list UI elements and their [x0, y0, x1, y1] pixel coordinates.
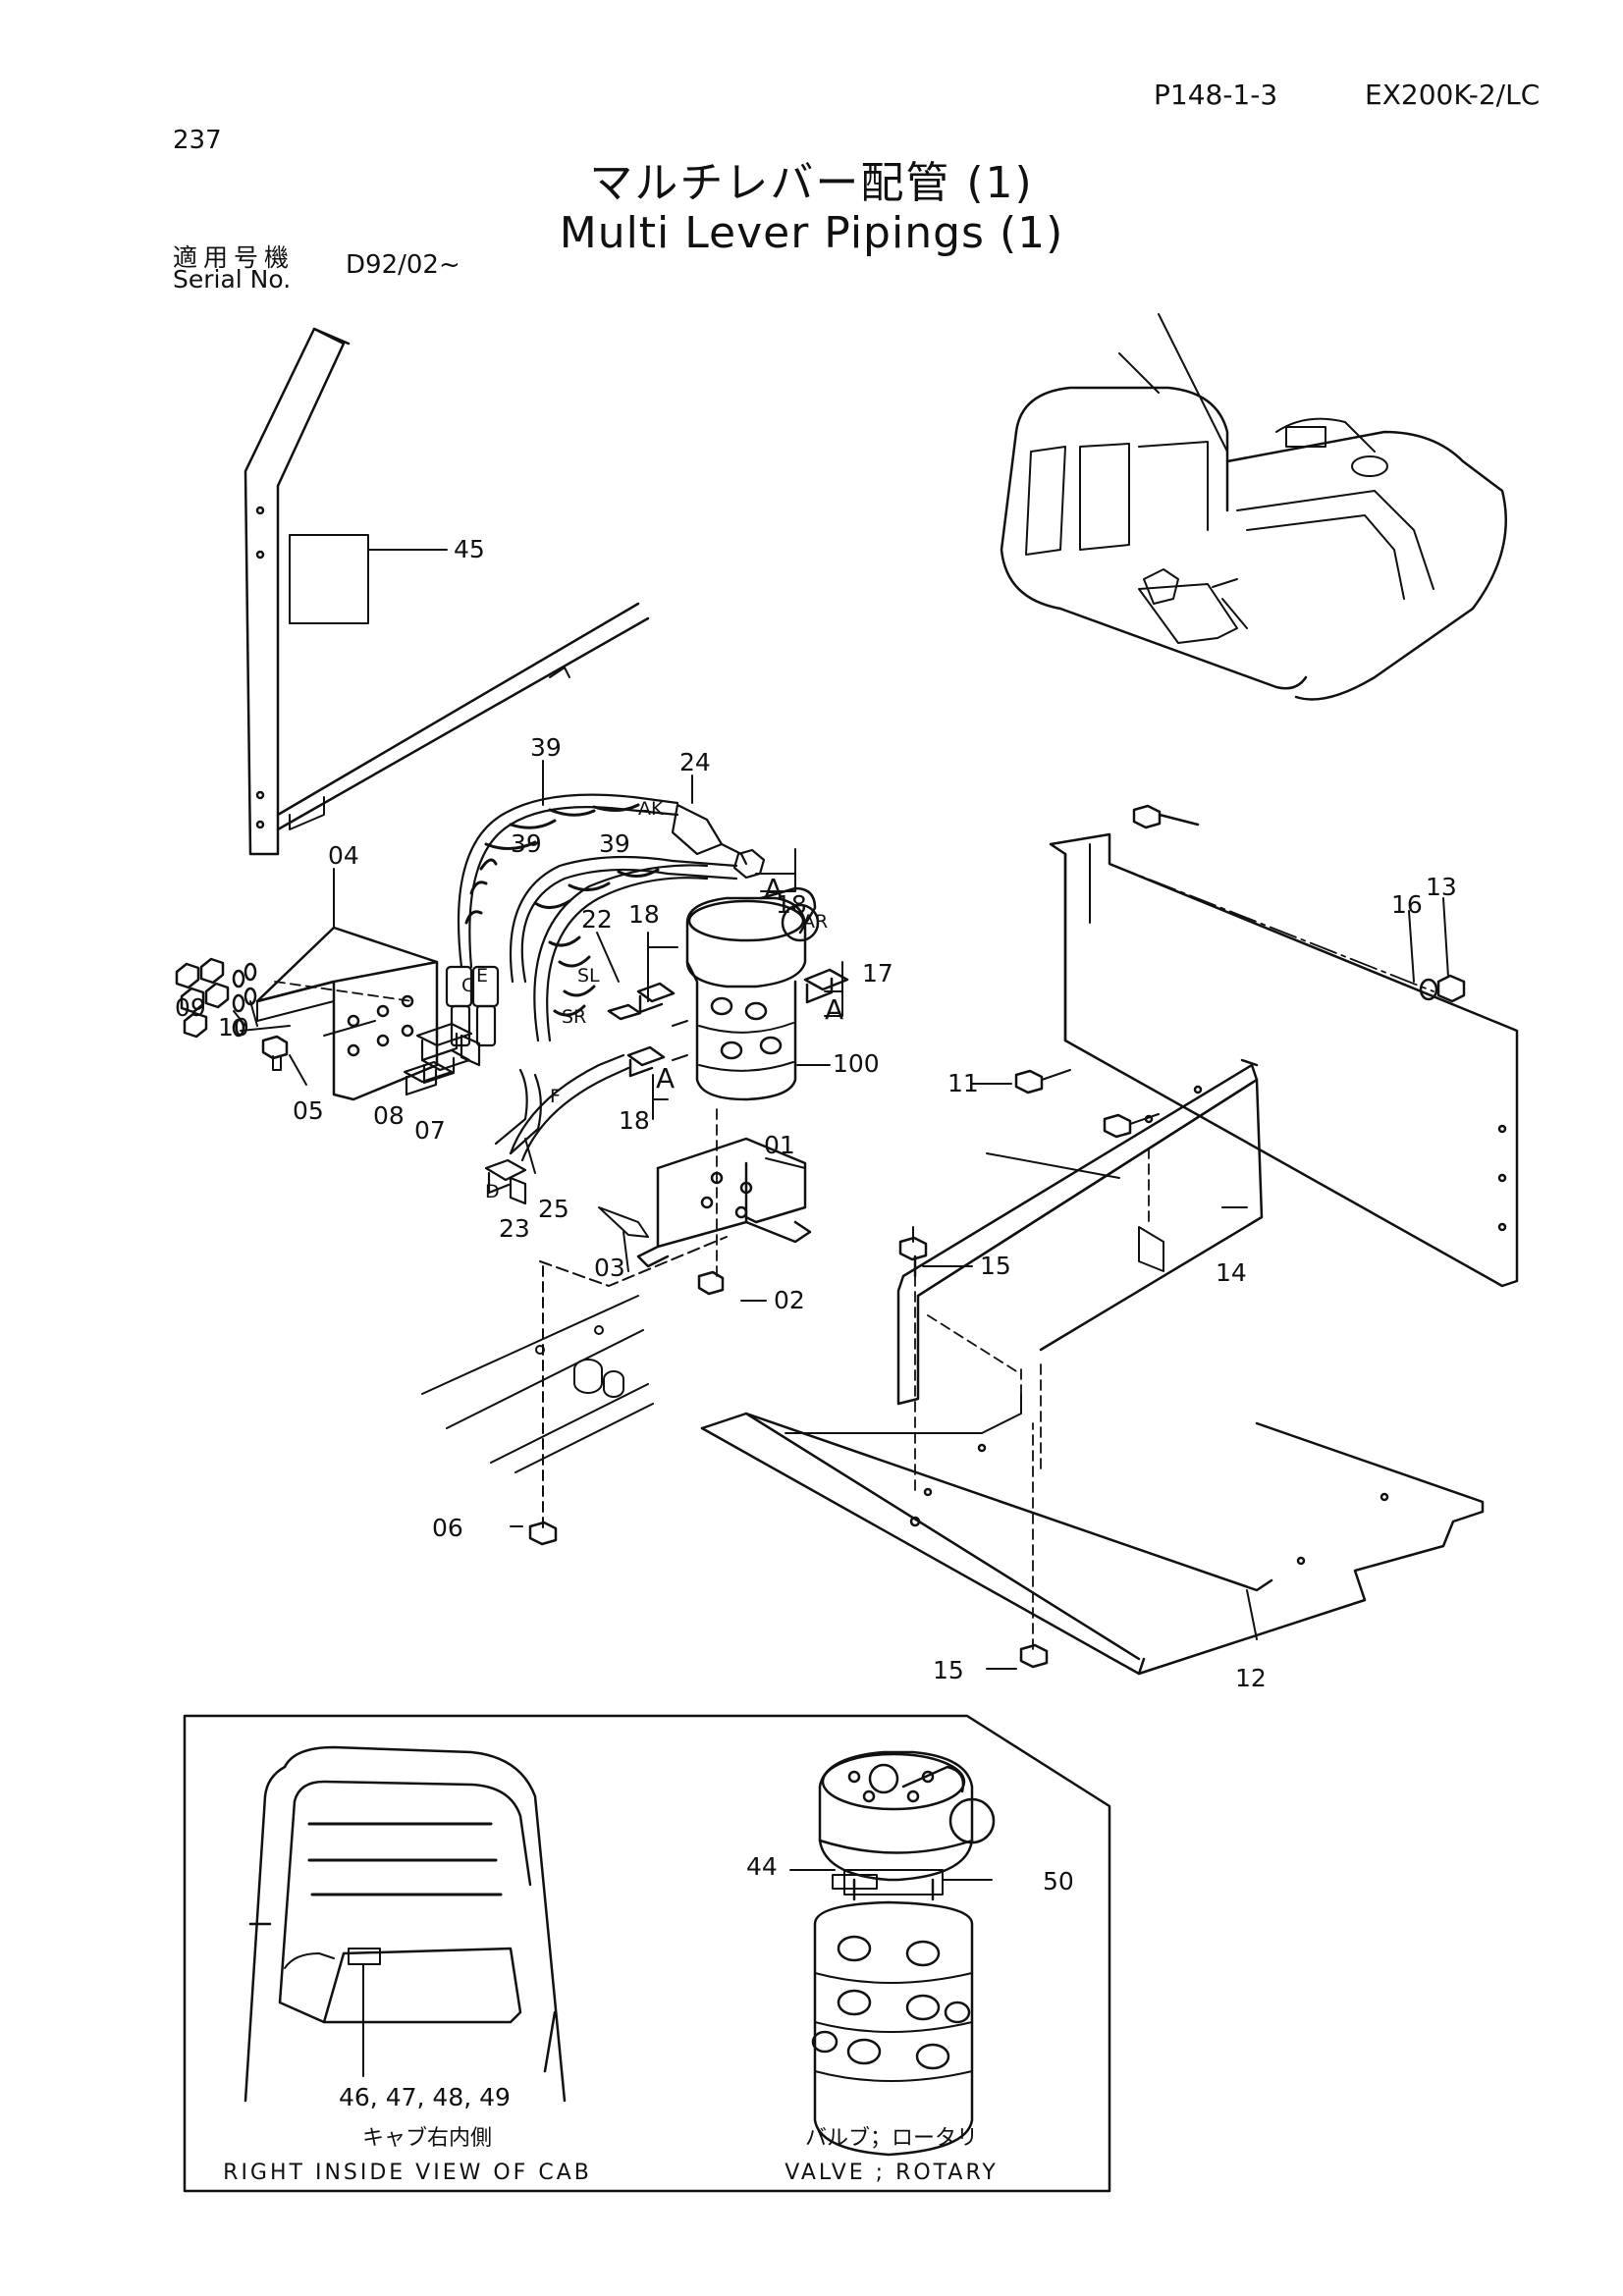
serial-label-jp: 適用号機	[173, 243, 296, 272]
callout-label: 10	[218, 1013, 249, 1041]
cab-interior-view	[243, 1745, 567, 2103]
serial-label-en: Serial No.	[173, 265, 292, 294]
callout-label: 22	[581, 905, 613, 934]
page-title-jp: マルチレバー配管 (1)	[589, 158, 1034, 208]
callout-label: 24	[679, 748, 711, 776]
callout-label: 23	[499, 1214, 530, 1243]
callout-label: 09	[175, 993, 206, 1022]
callout-label: 03	[594, 1254, 625, 1282]
callout-label: A	[764, 873, 783, 905]
callout-label: 14	[1216, 1258, 1247, 1287]
callout-label: A	[656, 1062, 675, 1095]
callout-label: 39	[511, 829, 542, 858]
callout-label: 01	[764, 1131, 795, 1159]
rotary-valve-100	[607, 886, 849, 1101]
callout-label: 05	[293, 1096, 324, 1125]
callout-label: 12	[1235, 1664, 1267, 1692]
page-number: 237	[173, 126, 222, 155]
leader-lines	[233, 549, 1449, 1670]
callout-label: A	[825, 993, 843, 1026]
bracket-01	[598, 1108, 812, 1296]
cab-side-panel	[243, 327, 650, 856]
callout-label: 45	[454, 535, 485, 563]
callout-label: 100	[833, 1049, 880, 1078]
inset-captions: キャブ右内側 RIGHT INSIDE VIEW OF CAB バルブ；ロータリ…	[223, 2126, 999, 2185]
callout-label: 04	[328, 841, 359, 870]
callout-label: AR	[802, 911, 828, 933]
floor-plate-12	[700, 1393, 1485, 1676]
fittings-07-08	[403, 1022, 630, 1205]
cab-caption-jp: キャブ右内側	[362, 2126, 492, 2151]
callout-label: 11	[947, 1069, 979, 1097]
callout-label: 13	[1426, 873, 1457, 901]
callout-label: E	[476, 965, 488, 987]
callout-label: SL	[577, 965, 600, 987]
page-reference: P148-1-3	[1154, 79, 1278, 111]
callout-label: 39	[599, 829, 630, 858]
valve-caption-jp: バルブ；ロータリ	[805, 2126, 978, 2151]
callout-label: C	[461, 975, 474, 996]
right-side-panel	[1049, 804, 1519, 1288]
rotary-valve-detail	[789, 1750, 996, 2157]
cab-caption-en: RIGHT INSIDE VIEW OF CAB	[223, 2161, 592, 2185]
page-title-en: Multi Lever Pipings (1)	[559, 208, 1064, 258]
callout-label: 02	[774, 1286, 805, 1314]
inset-box	[183, 1714, 1111, 2193]
callout-label: 07	[414, 1116, 446, 1145]
callout-label: 06	[432, 1514, 463, 1542]
callout-label: 18	[619, 1106, 650, 1135]
floor-section-left	[421, 1236, 728, 1546]
callout-label: AK	[638, 798, 664, 820]
callout-label: 08	[373, 1101, 405, 1130]
serial-value: D92/02~	[346, 250, 460, 280]
callout-label: 15	[980, 1252, 1011, 1280]
model-code: EX200K-2/LC	[1365, 79, 1541, 111]
excavator-overview	[1000, 313, 1507, 701]
valve-caption-en: VALVE ; ROTARY	[784, 2161, 999, 2185]
callout-label: 25	[538, 1195, 569, 1223]
hose-assembly-39	[445, 793, 766, 1155]
callout-label: D	[485, 1181, 500, 1202]
callout-label: 18	[628, 900, 660, 929]
callout-label: F	[550, 1086, 561, 1107]
callout-label: 44	[746, 1852, 778, 1881]
callout-label: SR	[562, 1006, 586, 1028]
callout-label: 15	[933, 1656, 964, 1684]
side-plate-14	[896, 1058, 1264, 1669]
callout-label: 18	[776, 890, 807, 919]
callout-label: 16	[1391, 890, 1423, 919]
callout-label: 17	[862, 959, 893, 988]
callout-label: 46, 47, 48, 49	[339, 2083, 511, 2111]
bracket-assembly-04	[175, 926, 439, 1101]
callout-label: 39	[530, 733, 562, 762]
callout-label: 50	[1043, 1867, 1074, 1896]
